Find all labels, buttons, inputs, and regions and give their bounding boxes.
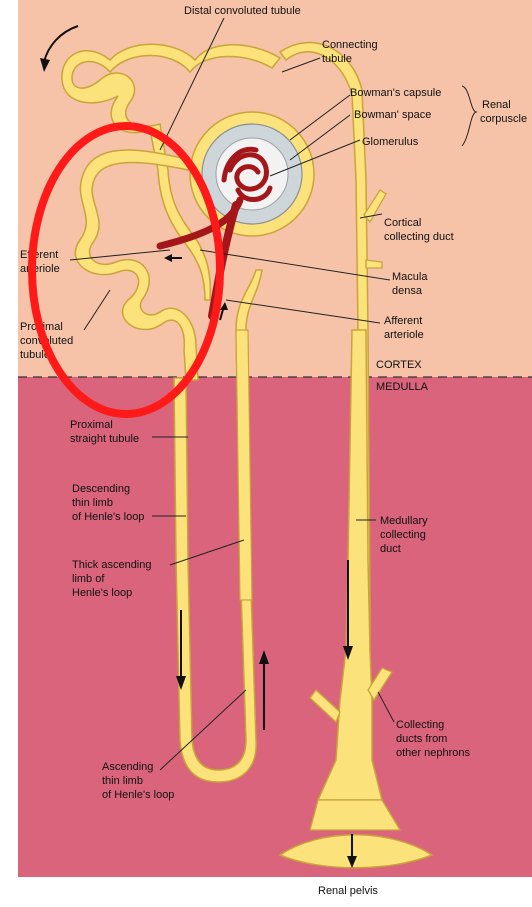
- label-distal-convoluted-tubule: Distal convoluted tubule: [184, 5, 301, 17]
- label-collecting-ducts-other-line1: Collecting: [396, 719, 444, 731]
- label-renal-corpuscle-line1: Renal: [482, 99, 511, 111]
- label-proximal-straight-tubule-line1: Proximal: [70, 419, 113, 431]
- label-thick-ascending-limb-line2: limb of: [72, 573, 105, 585]
- label-macula-densa-line1: Macula: [392, 271, 428, 283]
- label-thick-ascending-limb-line3: Henle's loop: [72, 587, 132, 599]
- label-connecting-tubule-line1: Connecting: [322, 39, 378, 51]
- label-cortical-collecting-duct-line2: collecting duct: [384, 231, 454, 243]
- label-proximal-straight-tubule-line2: straight tubule: [70, 433, 139, 445]
- label-descending-thin-limb-line1: Descending: [72, 483, 130, 495]
- label-medulla: MEDULLA: [376, 381, 429, 393]
- label-afferent-arteriole-line1: Afferent: [384, 315, 422, 327]
- label-connecting-tubule-line2: tubule: [322, 53, 352, 65]
- label-renal-pelvis: Renal pelvis: [318, 885, 378, 897]
- label-bowmans-capsule: Bowman's capsule: [350, 87, 441, 99]
- label-collecting-ducts-other-line3: other nephrons: [396, 747, 470, 759]
- renal-corpuscle: [190, 112, 314, 236]
- label-efferent-arteriole-line2: arteriole: [20, 263, 60, 275]
- label-descending-thin-limb-line2: thin limb: [72, 497, 113, 509]
- label-ascending-thin-limb-line1: Ascending: [102, 761, 153, 773]
- label-glomerulus: Glomerulus: [362, 136, 419, 148]
- medulla-region: [18, 377, 532, 877]
- label-medullary-collecting-duct-line1: Medullary: [380, 515, 428, 527]
- label-descending-thin-limb-line3: of Henle's loop: [72, 511, 144, 523]
- label-afferent-arteriole-line2: arteriole: [384, 329, 424, 341]
- label-renal-corpuscle-line2: corpuscle: [480, 113, 527, 125]
- label-medullary-collecting-duct-line2: collecting: [380, 529, 426, 541]
- label-ascending-thin-limb-line3: of Henle's loop: [102, 789, 174, 801]
- label-bowmans-space: Bowman' space: [354, 109, 431, 121]
- label-collecting-ducts-other-line2: ducts from: [396, 733, 447, 745]
- label-efferent-arteriole-line1: Efferent: [20, 249, 58, 261]
- label-medullary-collecting-duct-line3: duct: [380, 543, 401, 555]
- label-ascending-thin-limb-line2: thin limb: [102, 775, 143, 787]
- label-cortex: CORTEX: [376, 359, 422, 371]
- label-cortical-collecting-duct-line1: Cortical: [384, 217, 421, 229]
- label-macula-densa-line2: densa: [392, 285, 423, 297]
- label-thick-ascending-limb-line1: Thick ascending: [72, 559, 152, 571]
